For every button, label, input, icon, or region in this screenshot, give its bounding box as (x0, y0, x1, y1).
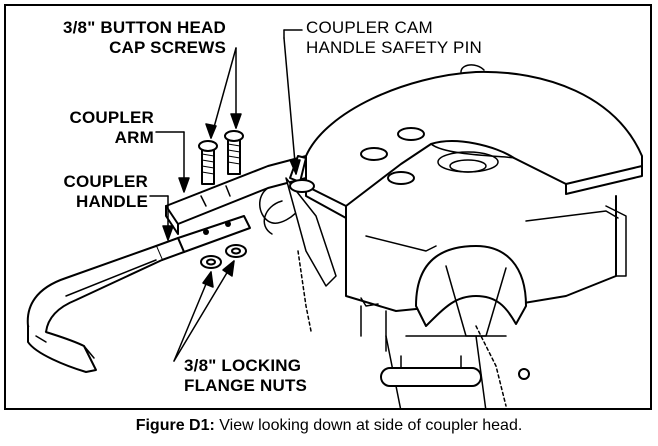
leader-line (283, 37, 297, 175)
label-coupler-handle: COUPLER HANDLE (63, 172, 148, 211)
flange-nut-pair (200, 244, 247, 269)
figure-frame: 3/8" BUTTON HEAD CAP SCREWS COUPLER CAM … (4, 4, 652, 410)
arrowhead (230, 113, 242, 129)
arrowhead (222, 260, 235, 277)
plate-hole (397, 127, 425, 141)
arrowhead (202, 271, 214, 288)
arrowhead (205, 123, 217, 139)
plate-hole (387, 171, 415, 185)
label-cap-screws: 3/8" BUTTON HEAD CAP SCREWS (62, 18, 226, 57)
leader-line (173, 271, 212, 362)
arrowhead (178, 177, 190, 193)
leader-lines (149, 29, 303, 362)
coupler-handle-drawing (26, 215, 251, 373)
figure-caption: Figure D1: View looking down at side of … (0, 416, 658, 436)
leader-line (210, 47, 237, 139)
label-coupler-arm: COUPLER ARM (69, 108, 154, 147)
plate-hole (360, 147, 388, 161)
fifth-wheel-plate (305, 64, 643, 219)
cap-screw-pair (198, 130, 244, 185)
safety-pin-drawing (263, 155, 530, 407)
arrowhead (289, 159, 301, 175)
figure-number: Figure D1: (135, 417, 215, 434)
leader-line (173, 260, 235, 362)
label-safety-pin: COUPLER CAM HANDLE SAFETY PIN (306, 18, 482, 57)
arrowhead (162, 225, 174, 241)
figure-caption-text: View looking down at side of coupler hea… (214, 417, 523, 434)
coupler-head-diagram (26, 29, 643, 408)
label-flange-nuts: 3/8" LOCKING FLANGE NUTS (184, 356, 308, 395)
handle-grip-bar (380, 367, 482, 387)
coupler-arm-drawing (165, 155, 337, 287)
coupler-body (345, 195, 627, 408)
